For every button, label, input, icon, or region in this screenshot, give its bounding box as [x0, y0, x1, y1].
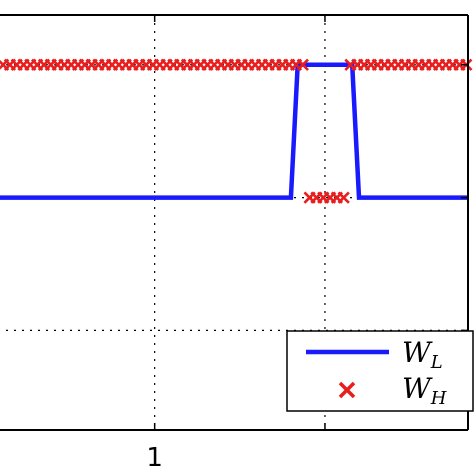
series-wl: [0, 62, 468, 200]
legend-label-wl-main: W: [402, 336, 433, 369]
wh-marker-44: [296, 58, 309, 71]
x-tick-label: 1: [146, 443, 163, 473]
wh-marker-stroke-b: [337, 191, 350, 204]
legend-label-wh: WH: [402, 372, 447, 409]
legend-box: [286, 330, 474, 412]
series-wh: [0, 58, 473, 204]
wl-line: [0, 62, 468, 200]
legend-label-wh-sub: H: [430, 388, 447, 409]
legend-label-wh-main: W: [402, 372, 433, 405]
legend-label-wl: WL: [402, 336, 443, 373]
wh-marker-stroke-b: [296, 58, 309, 71]
wh-marker-50: [337, 191, 350, 204]
legend-wh-marker-b: [338, 381, 356, 399]
legend-label-wl-sub: L: [430, 352, 443, 373]
